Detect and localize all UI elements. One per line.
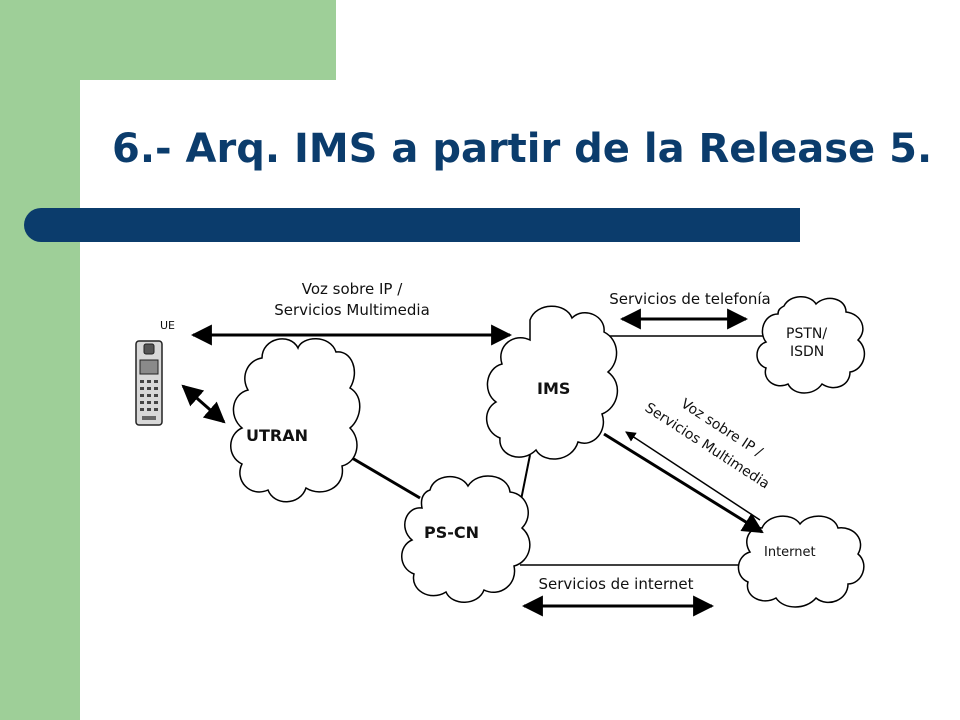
ims-cloud [486, 305, 619, 460]
ue-label: UE [160, 319, 175, 332]
arrow-ue-utran [181, 384, 226, 424]
pstn-label-line2: ISDN [790, 344, 824, 360]
arrow-internet-to-ims [625, 431, 761, 521]
voip-top-label-line1: Voz sobre IP / [302, 280, 404, 298]
internet-label: Internet [764, 545, 816, 560]
link-utran-pscn [351, 456, 421, 500]
internet-services-label: Servicios de internet [539, 575, 694, 593]
left-green-band [0, 0, 80, 720]
utran-cloud [230, 338, 361, 503]
pscn-cloud [401, 475, 531, 603]
top-green-band [0, 0, 336, 80]
pstn-cloud [756, 296, 866, 394]
ims-label: IMS [537, 379, 570, 398]
pstn-label-line1: PSTN/ [786, 326, 827, 342]
utran-label: UTRAN [246, 426, 308, 445]
title-underline-bar [24, 208, 800, 242]
internet-cloud [737, 515, 865, 608]
ue-phone-icon [135, 340, 163, 426]
slide-title: 6.- Arq. IMS a partir de la Release 5. [112, 126, 933, 172]
telefonia-label: Servicios de telefonía [609, 290, 770, 308]
voip-top-label-line2: Servicios Multimedia [274, 301, 430, 319]
arrow-ims-to-internet [603, 432, 764, 534]
pscn-label: PS-CN [424, 523, 479, 542]
